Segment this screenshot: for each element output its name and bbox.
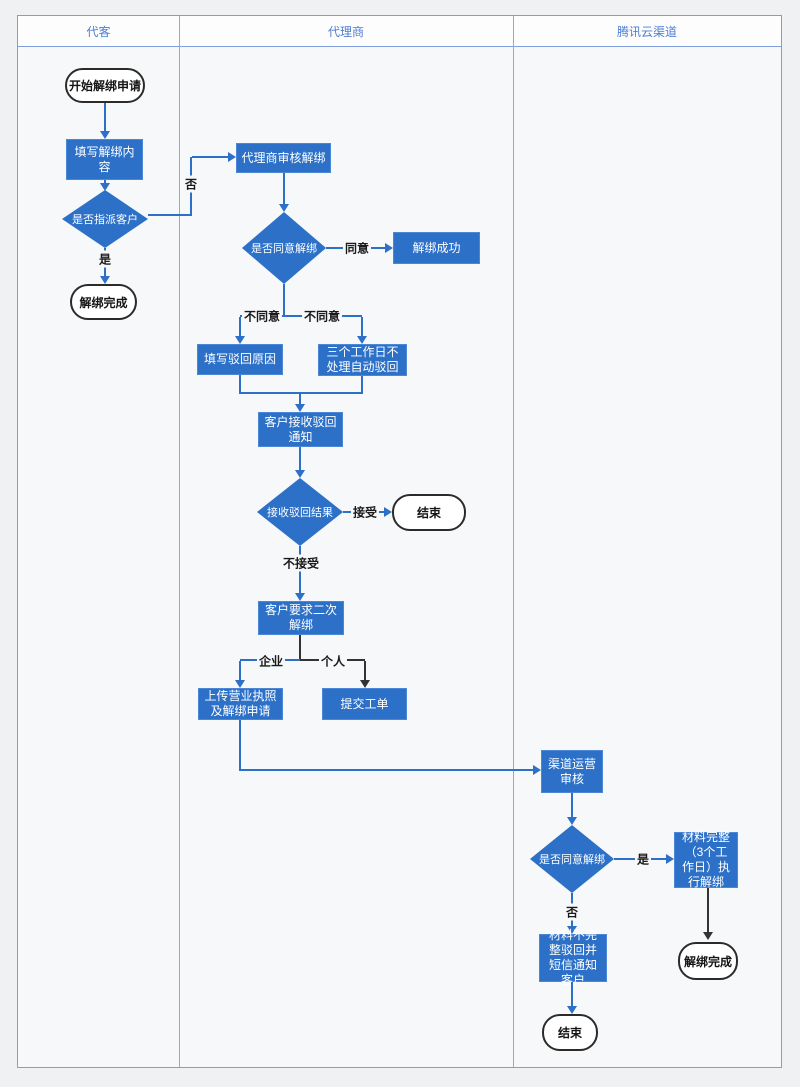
lane-header-agent: 代理商	[327, 24, 364, 39]
arrowhead-icon	[360, 680, 370, 688]
arrowhead-icon	[533, 765, 541, 775]
node-unbind-done-channel: 解绑完成	[678, 942, 738, 980]
node-upload-license: 上传营业执照及解绑申请	[198, 688, 283, 720]
swimlane-frame: 代客 代理商 腾讯云渠道	[17, 15, 782, 1068]
lane-divider	[179, 16, 180, 1067]
connector-segment	[299, 635, 301, 660]
arrowhead-icon	[228, 152, 236, 162]
node-second-unbind-request: 客户要求二次解绑	[258, 601, 344, 635]
connector-segment	[104, 103, 106, 134]
arrowhead-icon	[235, 336, 245, 344]
connector-segment	[240, 315, 362, 317]
edge-label-yes: 是	[634, 850, 652, 868]
node-unbind-done-customer: 解绑完成	[70, 284, 137, 320]
arrowhead-icon	[295, 470, 305, 478]
arrowhead-icon	[567, 926, 577, 934]
arrowhead-icon	[703, 932, 713, 940]
node-fill-reject-reason: 填写驳回原因	[197, 344, 283, 375]
arrowhead-icon	[567, 817, 577, 825]
arrowhead-icon	[666, 854, 674, 864]
arrowhead-icon	[295, 404, 305, 412]
edge-label-disagree: 不同意	[241, 307, 283, 325]
edge-label-disagree: 不同意	[301, 307, 343, 325]
connector-segment	[283, 173, 285, 205]
connector-segment	[571, 793, 573, 818]
connector-segment	[239, 720, 241, 771]
connector-segment	[192, 156, 229, 158]
arrowhead-icon	[100, 183, 110, 191]
edge-label-accept: 接受	[350, 503, 380, 521]
connector-segment	[239, 661, 241, 681]
node-submit-ticket: 提交工单	[322, 688, 407, 720]
edge-label-not-accept: 不接受	[280, 554, 322, 572]
lane-divider	[513, 16, 514, 1067]
node-end-channel-terminator: 结束	[542, 1014, 598, 1051]
arrowhead-icon	[384, 507, 392, 517]
lane-header-tencent-channel: 腾讯云渠道	[616, 24, 677, 39]
node-auto-reject: 三个工作日不处理自动驳回	[318, 344, 407, 376]
edge-label-yes: 是	[96, 250, 114, 268]
connector-segment	[239, 392, 363, 394]
node-material-incomplete-reject: 材料不完整驳回并短信通知客户	[539, 928, 607, 987]
arrowhead-icon	[295, 593, 305, 601]
node-fill-unbind-content: 填写解绑内容	[66, 139, 143, 180]
node-end-agent-terminator: 结束	[392, 494, 466, 531]
edge-label-personal: 个人	[318, 652, 348, 670]
arrowhead-icon	[385, 243, 393, 253]
connector-segment	[283, 284, 285, 316]
connector-segment	[707, 888, 709, 933]
connector-segment	[239, 769, 534, 771]
connector-segment	[104, 180, 106, 185]
connector-segment	[239, 317, 241, 337]
connector-segment	[571, 982, 573, 1007]
node-channel-review: 渠道运营审核	[541, 750, 603, 793]
arrowhead-icon	[100, 131, 110, 139]
arrowhead-icon	[279, 204, 289, 212]
lane-header-customer: 代客	[86, 24, 111, 39]
node-material-complete-execute: 材料完整（3个工作日）执行解绑	[674, 830, 738, 889]
connector-segment	[364, 661, 366, 681]
connector-segment	[361, 376, 363, 393]
edge-label-no: 否	[182, 175, 200, 193]
arrowhead-icon	[357, 336, 367, 344]
arrowhead-icon	[567, 1006, 577, 1014]
connector-segment	[361, 317, 363, 337]
node-start-terminator: 开始解绑申请	[65, 68, 145, 103]
edge-label-no: 否	[563, 903, 581, 921]
arrowhead-icon	[235, 680, 245, 688]
node-agent-review: 代理商审核解绑	[236, 143, 331, 173]
connector-segment	[239, 375, 241, 393]
connector-segment	[299, 447, 301, 471]
node-unbind-success: 解绑成功	[393, 232, 480, 264]
connector-segment	[299, 394, 301, 405]
connector-segment	[148, 214, 192, 216]
edge-label-agree: 同意	[342, 239, 372, 257]
node-customer-receive-reject-notice: 客户接收驳回通知	[258, 412, 343, 447]
arrowhead-icon	[100, 276, 110, 284]
edge-label-enterprise: 企业	[256, 652, 286, 670]
lane-header-row: 代客 代理商 腾讯云渠道	[18, 16, 781, 47]
